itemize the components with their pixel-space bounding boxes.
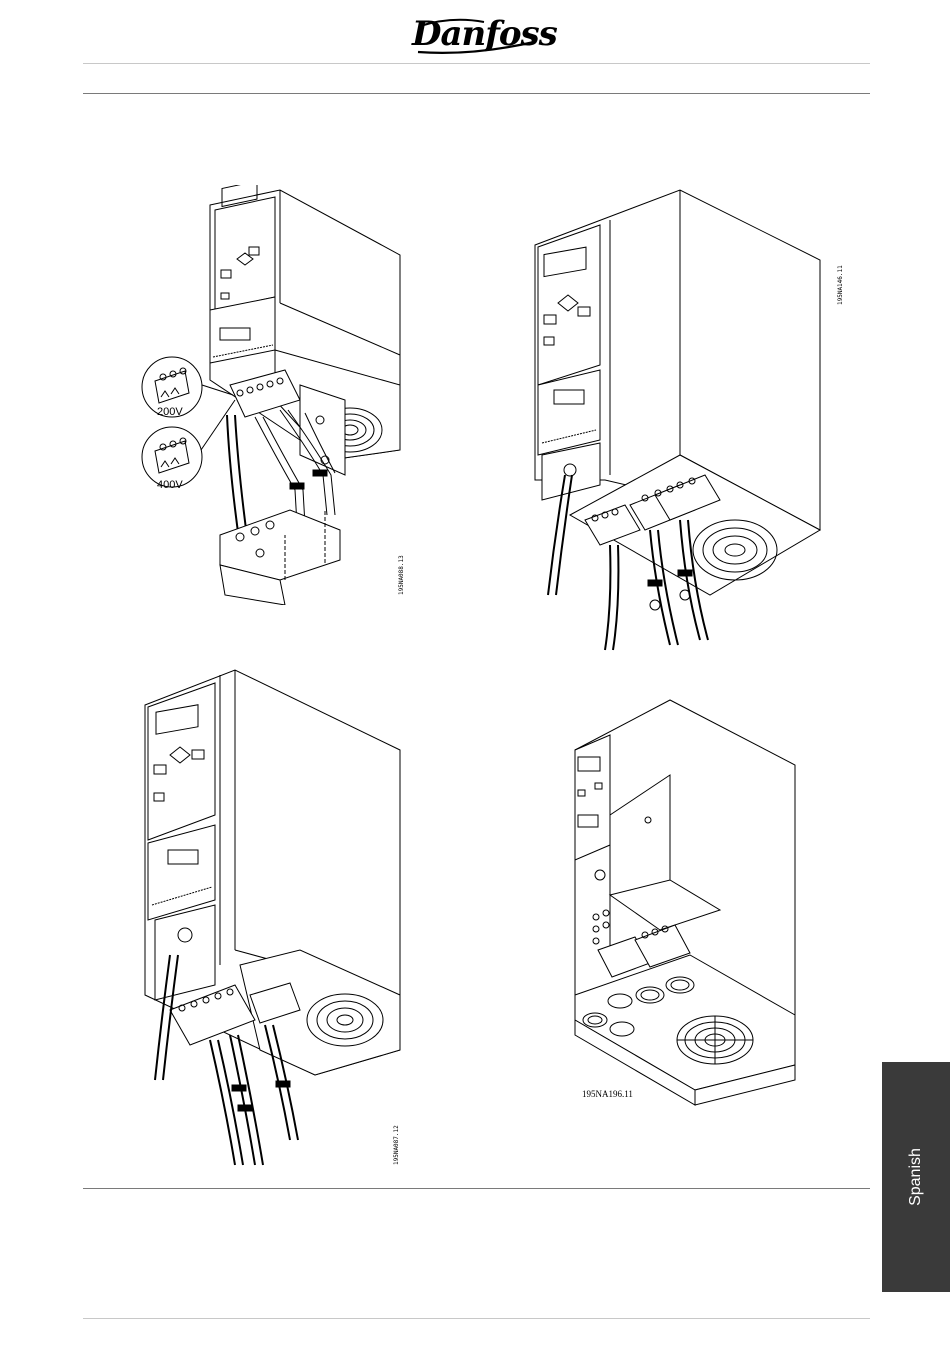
drive-illustration — [560, 695, 810, 1115]
figure-code: 195NA146.11 — [837, 265, 844, 305]
drive-illustration: 200V 400V 195NA088.13 — [135, 185, 415, 605]
language-tab-label: Spanish — [907, 1148, 925, 1206]
figure-code: 195NA087.12 — [393, 1125, 400, 1165]
danfoss-logo: Danfoss — [412, 12, 542, 58]
brand-name: Danfoss — [412, 14, 542, 54]
figure-top-right: 195NA146.11 — [530, 185, 850, 655]
figure-code: 195NA196.11 — [582, 1089, 633, 1099]
footer-rule-light — [83, 1318, 870, 1319]
figure-top-left: 200V 400V 195NA088.13 — [135, 185, 415, 605]
figure-bottom-right — [560, 695, 810, 1115]
voltage-label-400v: 400V — [157, 479, 183, 491]
drive-illustration: 195NA146.11 — [530, 185, 850, 655]
header-rule — [83, 93, 870, 94]
figure-code: 195NA088.13 — [398, 555, 405, 595]
voltage-label-200v: 200V — [157, 406, 183, 418]
header-rule-light — [83, 63, 870, 64]
footer-rule — [83, 1188, 870, 1189]
figure-bottom-left: 195NA087.12 — [140, 665, 410, 1175]
language-tab[interactable]: Spanish — [882, 1062, 950, 1292]
drive-illustration: 195NA087.12 — [140, 665, 410, 1175]
